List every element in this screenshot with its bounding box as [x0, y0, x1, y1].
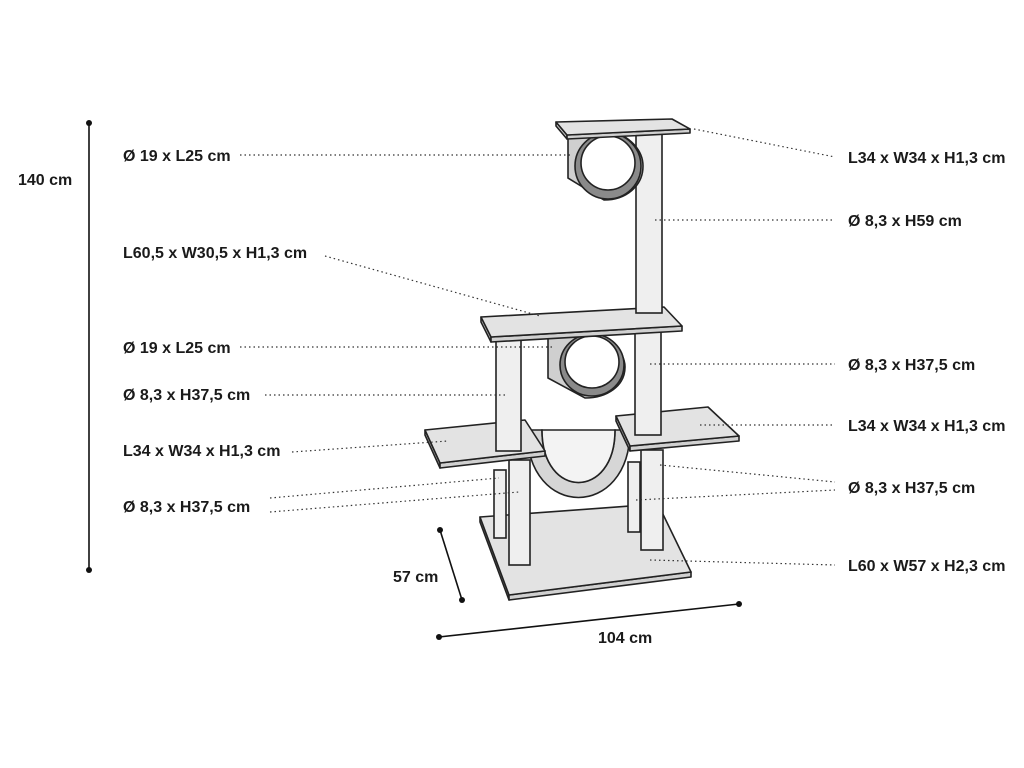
- cat-tree: [424, 118, 740, 601]
- hammock-tube: [526, 429, 631, 499]
- depth-dimension: 57 cm: [393, 527, 465, 603]
- post-upper-left: [495, 332, 522, 452]
- post-lower-front-left: [508, 459, 531, 566]
- label-middle-platform: L60,5 x W30,5 x H1,3 cm: [123, 245, 307, 262]
- middle-tube: [547, 332, 626, 399]
- left-labels: Ø 19 x L25 cm L60,5 x W30,5 x H1,3 cm Ø …: [123, 148, 307, 516]
- label-post-lower-left: Ø 8,3 x H37,5 cm: [123, 499, 250, 516]
- post-lower-back-left: [493, 469, 507, 539]
- middle-platform: [480, 306, 683, 343]
- label-post-upper-left: Ø 8,3 x H37,5 cm: [123, 387, 250, 404]
- label-top-post: Ø 8,3 x H59 cm: [848, 213, 962, 230]
- label-middle-tube: Ø 19 x L25 cm: [123, 340, 231, 357]
- height-dimension: 140 cm: [18, 120, 92, 573]
- post-upper-right: [634, 324, 662, 436]
- label-top-platform: L34 x W34 x H1,3 cm: [848, 150, 1005, 167]
- label-post-upper-right: Ø 8,3 x H37,5 cm: [848, 357, 975, 374]
- width-dimension: 104 cm: [436, 601, 742, 647]
- top-platform: [555, 118, 691, 140]
- label-top-tube: Ø 19 x L25 cm: [123, 148, 231, 165]
- height-label: 140 cm: [18, 172, 72, 189]
- right-labels: L34 x W34 x H1,3 cm Ø 8,3 x H59 cm Ø 8,3…: [848, 150, 1005, 575]
- post-lower-back-right: [627, 461, 641, 533]
- post-lower-front-right: [640, 449, 664, 551]
- label-right-platform: L34 x W34 x H1,3 cm: [848, 418, 1005, 435]
- depth-label: 57 cm: [393, 569, 438, 586]
- label-left-platform: L34 x W34 x H1,3 cm: [123, 443, 280, 460]
- width-label: 104 cm: [598, 630, 652, 647]
- leader-lines: [240, 128, 836, 566]
- top-tube: [567, 129, 644, 201]
- label-post-lower-right: Ø 8,3 x H37,5 cm: [848, 480, 975, 497]
- label-base: L60 x W57 x H2,3 cm: [848, 558, 1005, 575]
